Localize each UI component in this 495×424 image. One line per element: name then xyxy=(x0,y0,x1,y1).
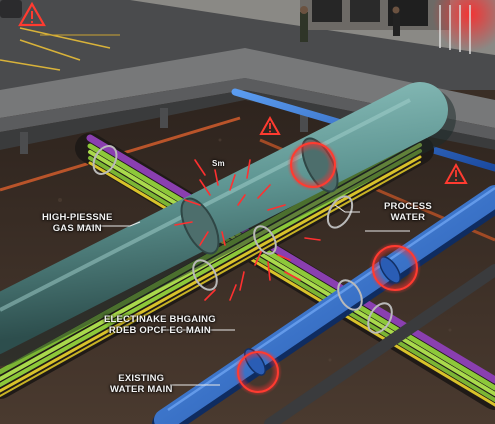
parked-car xyxy=(0,0,22,18)
leader-lines xyxy=(80,204,410,386)
pedestrian xyxy=(300,12,308,42)
process-water-label-line2: WATER xyxy=(390,212,426,223)
warning-triangle-icon xyxy=(444,162,468,184)
conflict-ring xyxy=(234,348,282,396)
conflict-ring xyxy=(287,139,339,191)
gas-main-label-line2: GAS MAIN xyxy=(52,223,102,234)
existing-water-label-line1: EXISTING xyxy=(118,373,165,384)
warning-triangle-icon xyxy=(18,1,46,27)
existing-water-label: EXISTING WATER MAIN xyxy=(110,373,173,395)
steel-pipe xyxy=(264,264,495,424)
pipe-clamps xyxy=(92,145,393,334)
cable-bundle-a xyxy=(75,133,495,410)
sm-tag: Sm xyxy=(212,159,225,168)
conflict-ring xyxy=(369,242,421,294)
pipe-flange xyxy=(180,197,220,255)
gas-main-label-line1: HIGH-PIESSNE xyxy=(42,212,113,223)
concrete-slab xyxy=(0,48,495,128)
gas-main-label: HIGH-PIESSNE GAS MAIN xyxy=(42,212,113,234)
electrical-label-line2: RDEB OPCF EC MAIN xyxy=(108,325,211,336)
process-water-label-line1: PROCESS xyxy=(384,201,432,212)
existing-water-label-line2: WATER MAIN xyxy=(110,384,173,395)
electrical-label: ELECTINAKE BHGAING RDEB OPCF EC MAIN xyxy=(104,314,216,336)
electrical-label-line1: ELECTINAKE BHGAING xyxy=(104,314,216,325)
conflict-burst xyxy=(174,159,321,301)
warning-glow xyxy=(432,0,495,52)
pedestrian xyxy=(393,12,400,36)
process-water-label: PROCESS WATER xyxy=(384,201,432,223)
warning-triangle-icon xyxy=(259,115,281,135)
existing-water-pipe xyxy=(152,185,495,424)
